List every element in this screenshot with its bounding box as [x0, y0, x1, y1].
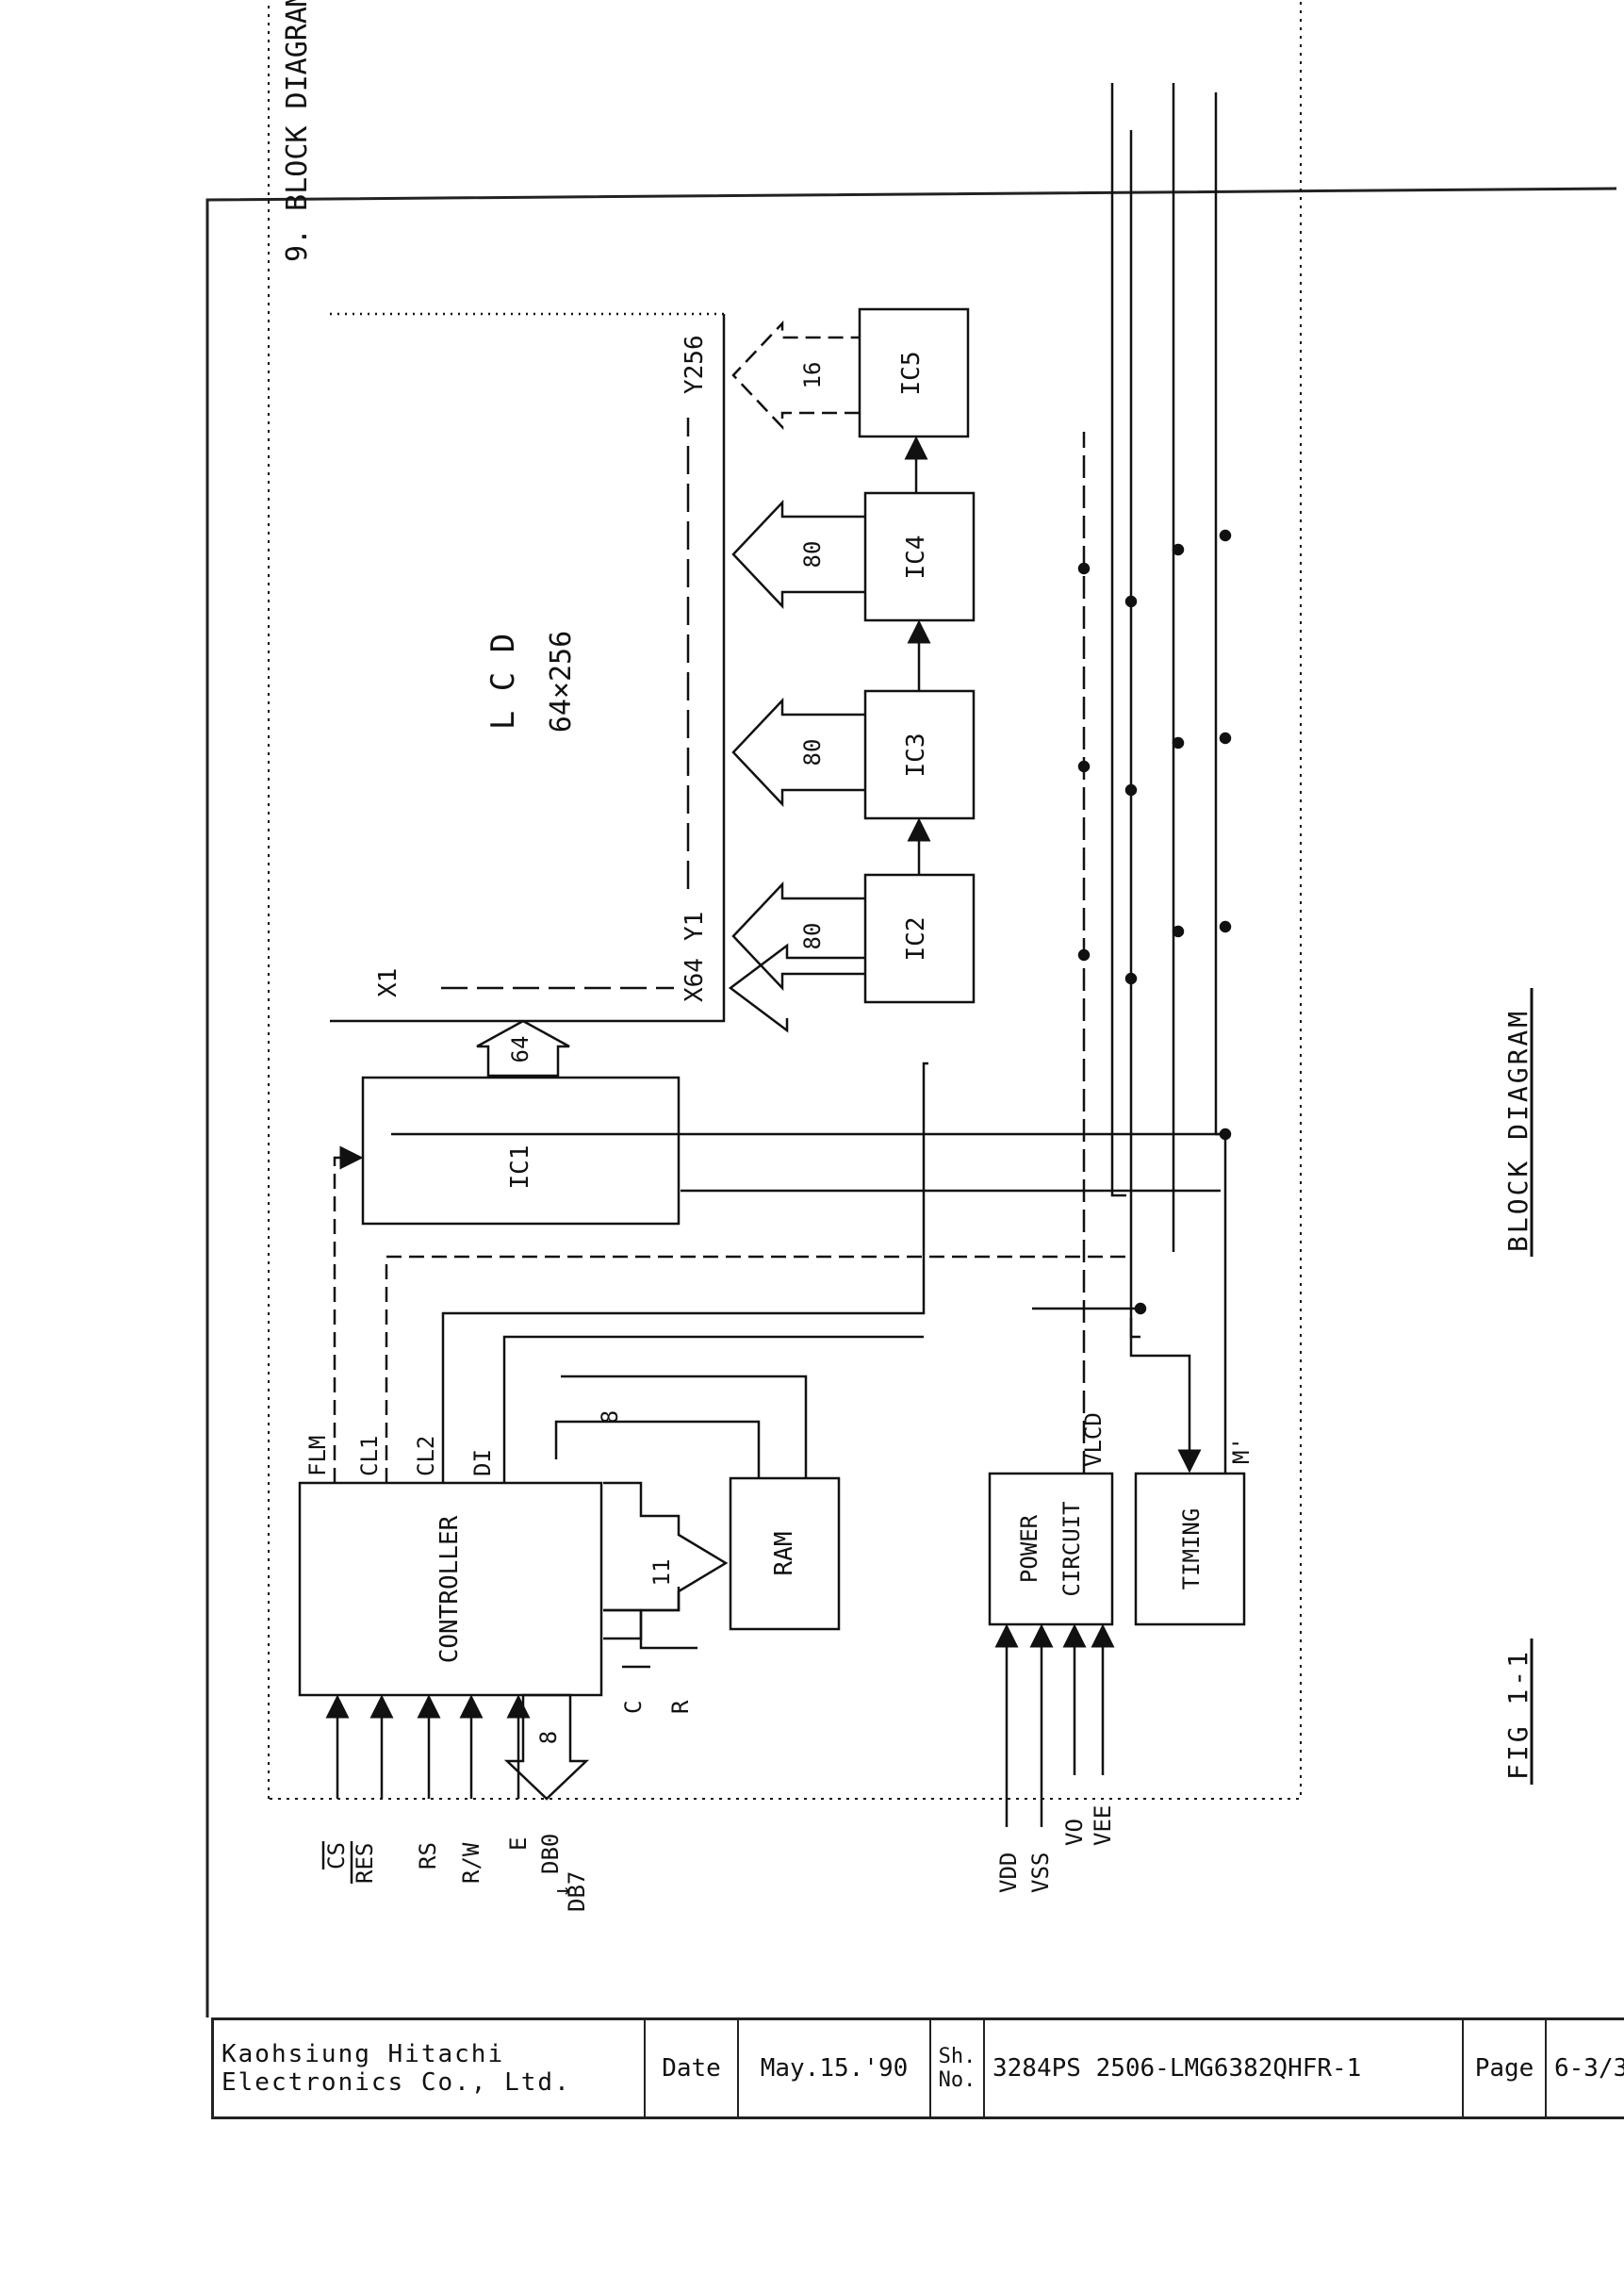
ic5-label: IC5 — [897, 352, 926, 396]
lcd-y256-label: Y256 — [681, 335, 709, 394]
power-vo: VO — [1061, 1819, 1088, 1846]
input-rs: RS — [415, 1842, 441, 1869]
ic3-block: IC3 — [863, 689, 976, 820]
input-lines — [325, 1694, 531, 1799]
ram-bus-width: 11 — [648, 1559, 675, 1587]
sheet-label-2: No. — [938, 2068, 976, 2092]
side-title: BLOCK DIAGRAM — [1502, 1009, 1534, 1252]
ic3-bus-width: 80 — [799, 739, 826, 766]
segment-buses: 80 80 80 16 — [731, 320, 865, 992]
date-value: May.15.'90 — [739, 2020, 931, 2116]
controller-out-cl2: CL2 — [413, 1436, 439, 1476]
input-res: RES — [352, 1843, 378, 1884]
input-db0: DB0 — [537, 1834, 564, 1874]
ic4-bus-width: 80 — [799, 541, 826, 568]
controller-out-flm: FLM — [304, 1436, 331, 1476]
input-db7: DB7 — [564, 1871, 590, 1912]
sheet-label-1: Sh. — [938, 2045, 976, 2068]
ic5-bus-width: 16 — [799, 362, 826, 389]
oscillator: C R — [603, 1587, 697, 1714]
ic1-bus-width: 64 — [507, 1036, 533, 1063]
ram-label: RAM — [770, 1532, 798, 1576]
input-labels: CS RES RS R/W E DB0 ↓ DB7 — [321, 1834, 590, 1912]
timing-distribution — [391, 83, 1232, 1474]
page-label: Page — [1464, 2020, 1547, 2116]
osc-r-label: R — [667, 1700, 694, 1714]
power-vss: VSS — [1027, 1853, 1054, 1893]
power-inputs: VDD VSS VO VEE — [994, 1623, 1116, 1893]
section-heading: 9. BLOCK DIAGRAM — [281, 0, 314, 262]
ic4-block: IC4 — [863, 491, 976, 622]
ic2-label: IC2 — [902, 917, 930, 962]
input-cs: CS — [323, 1842, 350, 1869]
sheet-number: 3284PS 2506-LMG6382QHFR-1 — [985, 2020, 1464, 2116]
ic3-label: IC3 — [902, 733, 930, 778]
m-signal-label: M' — [1228, 1437, 1255, 1464]
timing-label: TIMING — [1178, 1508, 1205, 1590]
data-bus-width: 8 — [535, 1731, 562, 1744]
ic5-block: IC5 — [858, 307, 970, 438]
lcd-label: L C D — [484, 634, 522, 730]
input-rw: R/W — [458, 1842, 484, 1884]
date-label: Date — [646, 2020, 739, 2116]
controller-label: CONTROLLER — [435, 1515, 464, 1663]
power-vdd: VDD — [995, 1853, 1022, 1893]
ic2-bus-width: 80 — [799, 923, 826, 950]
ram-block: RAM 11 8 — [554, 1375, 841, 1640]
ic1-label: IC1 — [506, 1145, 534, 1190]
sheet-label: Sh. No. — [931, 2020, 985, 2116]
figure-label: FIG 1-1 — [1502, 1649, 1534, 1780]
company-line-2: Electronics Co., Ltd. — [221, 2068, 571, 2097]
timing-block: TIMING M' — [1129, 1318, 1255, 1626]
lcd-panel: L C D 64×256 X1 X64 Y1 Y256 — [330, 312, 726, 1023]
power-vee: VEE — [1090, 1805, 1116, 1846]
ic1-block: IC1 64 — [361, 1019, 681, 1226]
input-e: E — [505, 1837, 532, 1851]
power-circuit-block: POWER CIRCUIT VLCD — [988, 432, 1114, 1626]
input-db-sep: ↓ — [549, 1885, 575, 1898]
controller-out-di: DI — [469, 1449, 496, 1476]
power-circuit-label-2: CIRCUIT — [1058, 1501, 1085, 1596]
ram-data-width: 8 — [597, 1410, 623, 1424]
osc-c-label: C — [620, 1701, 647, 1714]
lcd-x64-label: X64 — [681, 958, 709, 1002]
page-number: 6-3/3 — [1554, 2054, 1624, 2083]
company-line-1: Kaohsiung Hitachi — [221, 2040, 505, 2068]
lcd-size: 64×256 — [545, 631, 578, 733]
power-circuit-label-1: POWER — [1016, 1514, 1042, 1583]
lcd-x1-label: X1 — [374, 968, 402, 997]
controller-out-cl1: CL1 — [356, 1436, 383, 1476]
lcd-y1-label: Y1 — [681, 912, 709, 941]
title-block: Kaohsiung Hitachi Electronics Co., Ltd. … — [211, 2017, 1624, 2119]
ic4-label: IC4 — [902, 535, 930, 580]
controller-block: CONTROLLER FLM CL1 CL2 DI — [298, 1436, 603, 1697]
company-cell: Kaohsiung Hitachi Electronics Co., Ltd. — [214, 2020, 646, 2116]
